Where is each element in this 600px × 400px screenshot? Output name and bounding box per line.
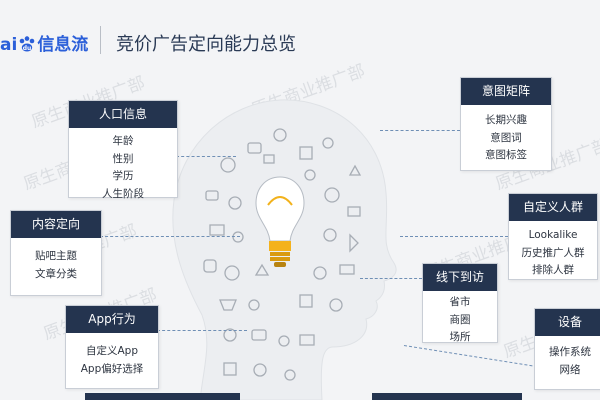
card-offline-title: 线下到访 <box>423 264 497 291</box>
custom-item: 历史推广人群 <box>521 246 585 259</box>
header: ai du 信息流 竞价广告定向能力总览 <box>0 0 600 62</box>
device-item: 操作系统 <box>549 346 591 358</box>
app-item: 自定义App <box>85 345 138 357</box>
leader-line <box>403 345 533 367</box>
intent-item: 长期兴趣 <box>485 114 527 126</box>
card-app: App行为 自定义App App偏好选择 <box>65 305 159 389</box>
doodle-icons <box>203 128 362 381</box>
device-item: 网络 <box>559 363 581 376</box>
custom-item: Lookalike <box>528 229 578 241</box>
logo-suffix: 信息流 <box>37 35 89 55</box>
population-item: 学历 <box>112 170 134 182</box>
page-title: 竞价广告定向能力总览 <box>116 34 296 55</box>
card-custom-audience: 自定义人群 Lookalike 历史推广人群 排除人群 <box>508 193 598 280</box>
intent-item: 意图词 <box>490 131 522 144</box>
bottom-bar <box>372 393 522 400</box>
brand-logo: ai du 信息流 <box>0 30 88 55</box>
population-item: 人生阶段 <box>102 187 144 200</box>
header-divider <box>100 26 101 54</box>
population-item: 性别 <box>112 152 134 165</box>
population-item: 年龄 <box>112 135 134 147</box>
content-item: 贴吧主题 <box>35 250 77 262</box>
card-population-title: 人口信息 <box>69 101 177 128</box>
card-content: 内容定向 贴吧主题 文章分类 <box>10 210 102 296</box>
card-content-title: 内容定向 <box>11 211 101 238</box>
leader-line <box>380 130 460 131</box>
leader-line <box>360 278 422 279</box>
custom-item: 排除人群 <box>532 264 574 276</box>
content-item: 文章分类 <box>35 267 77 280</box>
card-app-title: App行为 <box>66 306 158 333</box>
svg-text:du: du <box>23 45 32 52</box>
card-device: 设备 操作系统 网络 <box>534 308 600 390</box>
lightbulb-icon <box>255 176 305 267</box>
offline-item: 商圈 <box>449 313 471 326</box>
baidu-paw-icon: du <box>20 36 35 52</box>
logo-prefix: ai <box>0 35 18 55</box>
offline-item: 场所 <box>449 331 471 343</box>
leader-line <box>400 236 508 237</box>
card-custom-title: 自定义人群 <box>509 194 597 221</box>
card-intent-title: 意图矩阵 <box>461 78 551 105</box>
card-population: 人口信息 年龄 性别 学历 人生阶段 <box>68 100 178 200</box>
intent-item: 意图标签 <box>485 149 527 161</box>
leader-line <box>100 236 240 237</box>
leader-line <box>176 156 236 157</box>
head-illustration <box>172 99 397 400</box>
offline-item: 省市 <box>449 296 471 308</box>
card-intent: 意图矩阵 长期兴趣 意图词 意图标签 <box>460 77 552 171</box>
card-offline-visit: 线下到访 省市 商圈 场所 <box>422 263 498 343</box>
bottom-bar <box>85 393 240 400</box>
app-item: App偏好选择 <box>80 362 144 375</box>
leader-line <box>157 330 247 331</box>
card-device-title: 设备 <box>535 309 600 336</box>
